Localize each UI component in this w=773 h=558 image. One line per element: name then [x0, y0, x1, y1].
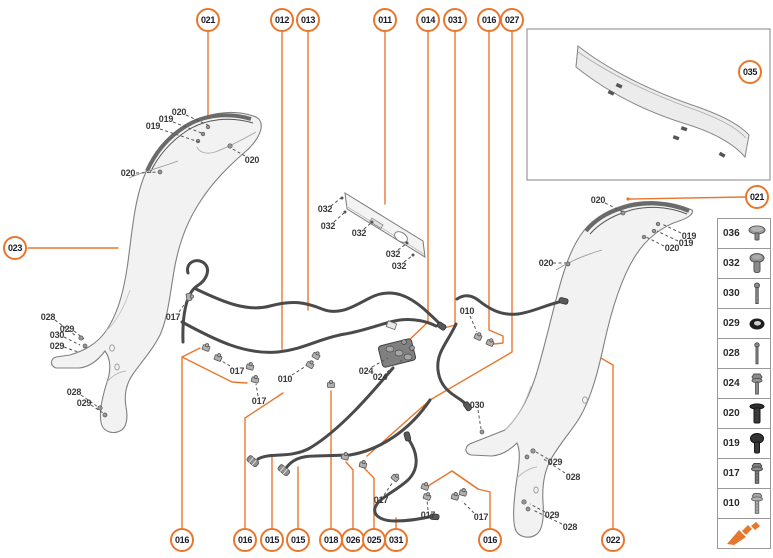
callout-013[interactable]: 013: [296, 8, 320, 32]
part-label-032: 032: [320, 221, 336, 231]
legend-row-label: 024: [723, 378, 740, 389]
part-label-029: 029: [49, 341, 65, 351]
callout-012[interactable]: 012: [270, 8, 294, 32]
part-label-020: 020: [664, 243, 680, 253]
legend-row-020[interactable]: 020: [718, 399, 770, 429]
continue-arrow-icon[interactable]: [718, 519, 770, 548]
callout-018[interactable]: 018: [319, 528, 343, 552]
legend-row-024[interactable]: 024: [718, 369, 770, 399]
part-label-020: 020: [538, 258, 554, 268]
part-label-028: 028: [562, 522, 578, 532]
callout-031[interactable]: 031: [384, 528, 408, 552]
callout-025[interactable]: 025: [362, 528, 386, 552]
hex-flange-screw-icon: [747, 462, 767, 486]
part-label-032: 032: [351, 228, 367, 238]
legend-row-label: 020: [723, 408, 740, 419]
legend-panel: 036 032 030 029 028 024 020 019 017 010: [717, 218, 771, 549]
callout-016[interactable]: 016: [170, 528, 194, 552]
part-label-019: 019: [678, 238, 694, 248]
part-label-020: 020: [171, 107, 187, 117]
callout-023[interactable]: 023: [3, 236, 27, 260]
callout-016[interactable]: 016: [477, 8, 501, 32]
inset-box: [526, 28, 771, 181]
legend-row-030[interactable]: 030: [718, 279, 770, 309]
legend-row-017[interactable]: 017: [718, 459, 770, 489]
callout-027[interactable]: 027: [500, 8, 524, 32]
part-label-032: 032: [385, 249, 401, 259]
flat-head-screw-icon: [747, 222, 767, 246]
part-label-017: 017: [420, 510, 436, 520]
part-label-019: 019: [158, 114, 174, 124]
part-label-024: 024: [358, 366, 374, 376]
callout-031[interactable]: 031: [443, 8, 467, 32]
part-label-029: 029: [544, 510, 560, 520]
part-label-020: 020: [590, 195, 606, 205]
long-pin-bolt-icon: [747, 282, 767, 306]
dome-rivet-icon: [747, 432, 767, 456]
wiring-harness-cables: [180, 259, 565, 523]
legend-row-label: 019: [723, 438, 740, 449]
clip-fasteners: [185, 292, 495, 501]
part-label-028: 028: [40, 312, 56, 322]
part-label-010: 010: [459, 306, 475, 316]
callout-016[interactable]: 016: [478, 528, 502, 552]
legend-row-036[interactable]: 036: [718, 219, 770, 249]
legend-row-029[interactable]: 029: [718, 309, 770, 339]
legend-row-label: 029: [723, 318, 740, 329]
part-label-030: 030: [49, 330, 65, 340]
roof-strip-part: [575, 45, 750, 159]
part-label-032: 032: [317, 204, 333, 214]
callout-035[interactable]: 035: [738, 60, 762, 84]
legend-row-032[interactable]: 032: [718, 249, 770, 279]
callout-011[interactable]: 011: [373, 8, 397, 32]
part-label-017: 017: [165, 312, 181, 322]
part-label-010: 010: [277, 374, 293, 384]
callout-022[interactable]: 022: [601, 528, 625, 552]
right-pillar-trim: [465, 201, 693, 538]
part-label-030: 030: [469, 400, 485, 410]
part-label-017: 017: [229, 366, 245, 376]
part-label-019: 019: [681, 231, 697, 241]
mounting-plate-part: [340, 192, 426, 258]
callout-015[interactable]: 015: [286, 528, 310, 552]
part-label-017: 017: [251, 396, 267, 406]
part-label-029: 029: [547, 457, 563, 467]
callout-016[interactable]: 016: [233, 528, 257, 552]
part-label-024: 024: [372, 372, 388, 382]
legend-row-label: 028: [723, 348, 740, 359]
part-label-029: 029: [59, 324, 75, 334]
legend-row-019[interactable]: 019: [718, 429, 770, 459]
part-label-028: 028: [66, 387, 82, 397]
part-label-020: 020: [244, 155, 260, 165]
dashed-pointers: [54, 114, 682, 525]
left-pillar-trim: [50, 111, 262, 434]
part-label-017: 017: [473, 512, 489, 522]
callout-015[interactable]: 015: [260, 528, 284, 552]
legend-row-label: 010: [723, 498, 740, 509]
part-label-029: 029: [76, 398, 92, 408]
part-label-020: 020: [120, 168, 136, 178]
callout-021[interactable]: 021: [745, 185, 769, 209]
connector-block: [377, 320, 417, 368]
callout-021[interactable]: 021: [196, 8, 220, 32]
callout-014[interactable]: 014: [416, 8, 440, 32]
part-label-032: 032: [391, 261, 407, 271]
round-head-screw-icon: [747, 252, 767, 276]
legend-row-label: 036: [723, 228, 740, 239]
flat-head-rivet-icon: [747, 402, 767, 426]
cable-end-connectors: [246, 297, 569, 521]
legend-row-028[interactable]: 028: [718, 339, 770, 369]
long-thin-bolt-icon: [747, 341, 767, 366]
legend-row-label: 017: [723, 468, 740, 479]
part-label-017: 017: [373, 495, 389, 505]
part-label-028: 028: [565, 472, 581, 482]
part-label-019: 019: [145, 121, 161, 131]
hex-washer-bolt-icon: [747, 372, 767, 396]
nut-ring-icon: [747, 312, 767, 336]
legend-row-010[interactable]: 010: [718, 489, 770, 519]
legend-row-label: 032: [723, 258, 740, 269]
hex-flange-screw-light-icon: [747, 492, 767, 516]
legend-row-label: 030: [723, 288, 740, 299]
